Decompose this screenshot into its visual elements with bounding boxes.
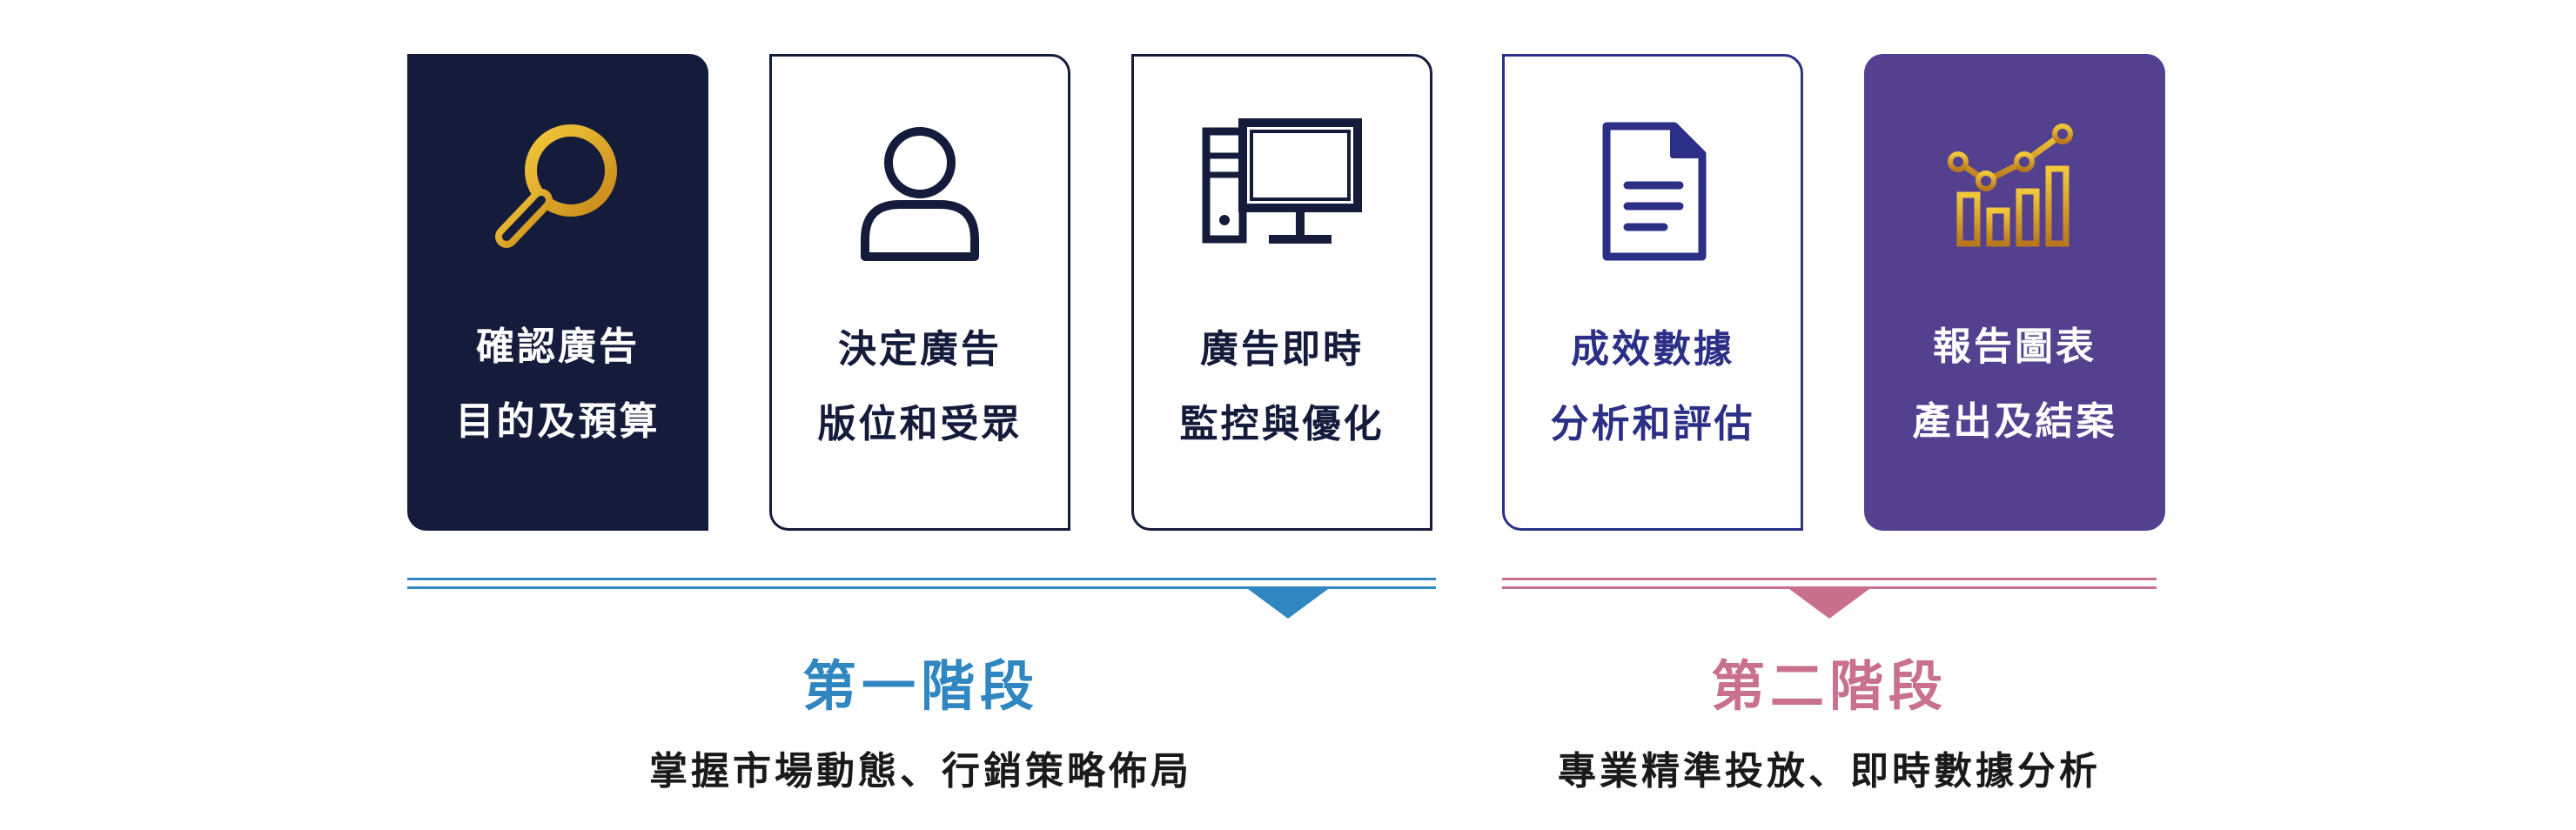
step-card-3: 廣告即時 監控與優化 [1131, 54, 1432, 531]
document-icon [1505, 117, 1801, 265]
user-icon [772, 117, 1068, 265]
phase-2-title: 第二階段 [1710, 654, 1948, 718]
step-2-line-2: 版位和受眾 [817, 402, 1023, 446]
step-4-line-1: 成效數據 [1571, 327, 1734, 371]
computer-icon [1134, 117, 1430, 265]
step-5-line-2: 產出及結案 [1912, 399, 2117, 444]
step-card-5: 報告圖表 產出及結案 [1864, 54, 2165, 531]
growth-chart-icon [1864, 115, 2165, 263]
step-2-line-1: 決定廣告 [838, 327, 1002, 371]
phase-2-subtitle: 專業精準投放、即時數據分析 [1558, 749, 2101, 793]
phase-1-pointer [1248, 589, 1328, 619]
step-card-2: 決定廣告 版位和受眾 [769, 54, 1070, 531]
step-1-line-2: 目的及預算 [455, 399, 661, 444]
step-3-line-1: 廣告即時 [1200, 327, 1364, 371]
step-card-4: 成效數據 分析和評估 [1502, 54, 1803, 531]
step-card-1: 確認廣告 目的及預算 [407, 54, 708, 531]
step-5-line-1: 報告圖表 [1933, 325, 2096, 369]
phase-1-subtitle: 掌握市場動態、行銷策略佈局 [649, 749, 1192, 793]
step-4-line-2: 分析和評估 [1550, 402, 1755, 446]
magnifier-icon [407, 115, 708, 263]
phase-2-pointer [1789, 589, 1869, 619]
step-1-line-1: 確認廣告 [476, 325, 640, 369]
step-3-line-2: 監控與優化 [1179, 402, 1385, 446]
phase-1-title: 第一階段 [802, 654, 1039, 718]
